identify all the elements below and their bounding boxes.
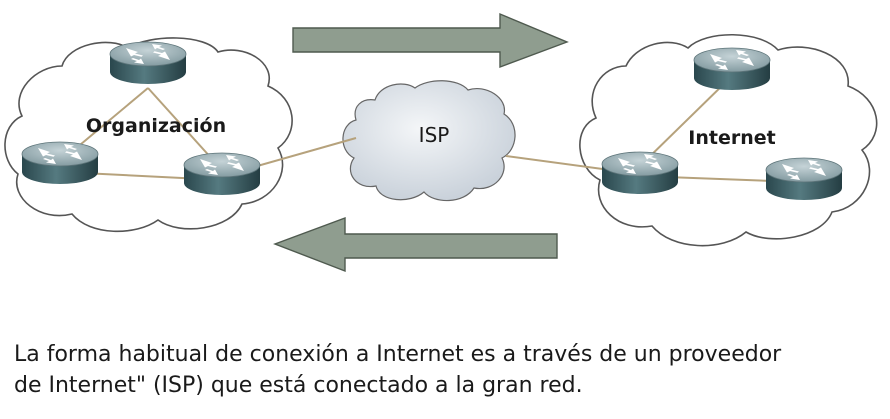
- caption-line-1: La forma habitual de conexión a Internet…: [14, 342, 782, 367]
- caption: La forma habitual de conexión a Internet…: [14, 339, 884, 401]
- router-icon: [183, 152, 261, 196]
- router-icon: [693, 47, 771, 91]
- router-icon: [765, 157, 843, 201]
- isp-label: ISP: [419, 123, 450, 147]
- router-icon: [109, 41, 187, 85]
- arrow-left-icon: [273, 216, 558, 273]
- organization-label: Organización: [86, 115, 226, 137]
- caption-line-2: de Internet" (ISP) que está conectado a …: [14, 373, 583, 398]
- router-icon: [21, 141, 99, 185]
- arrow-right-icon: [292, 12, 569, 69]
- internet-label: Internet: [688, 127, 775, 149]
- isp-cloud-icon: [342, 80, 516, 202]
- router-icon: [601, 151, 679, 195]
